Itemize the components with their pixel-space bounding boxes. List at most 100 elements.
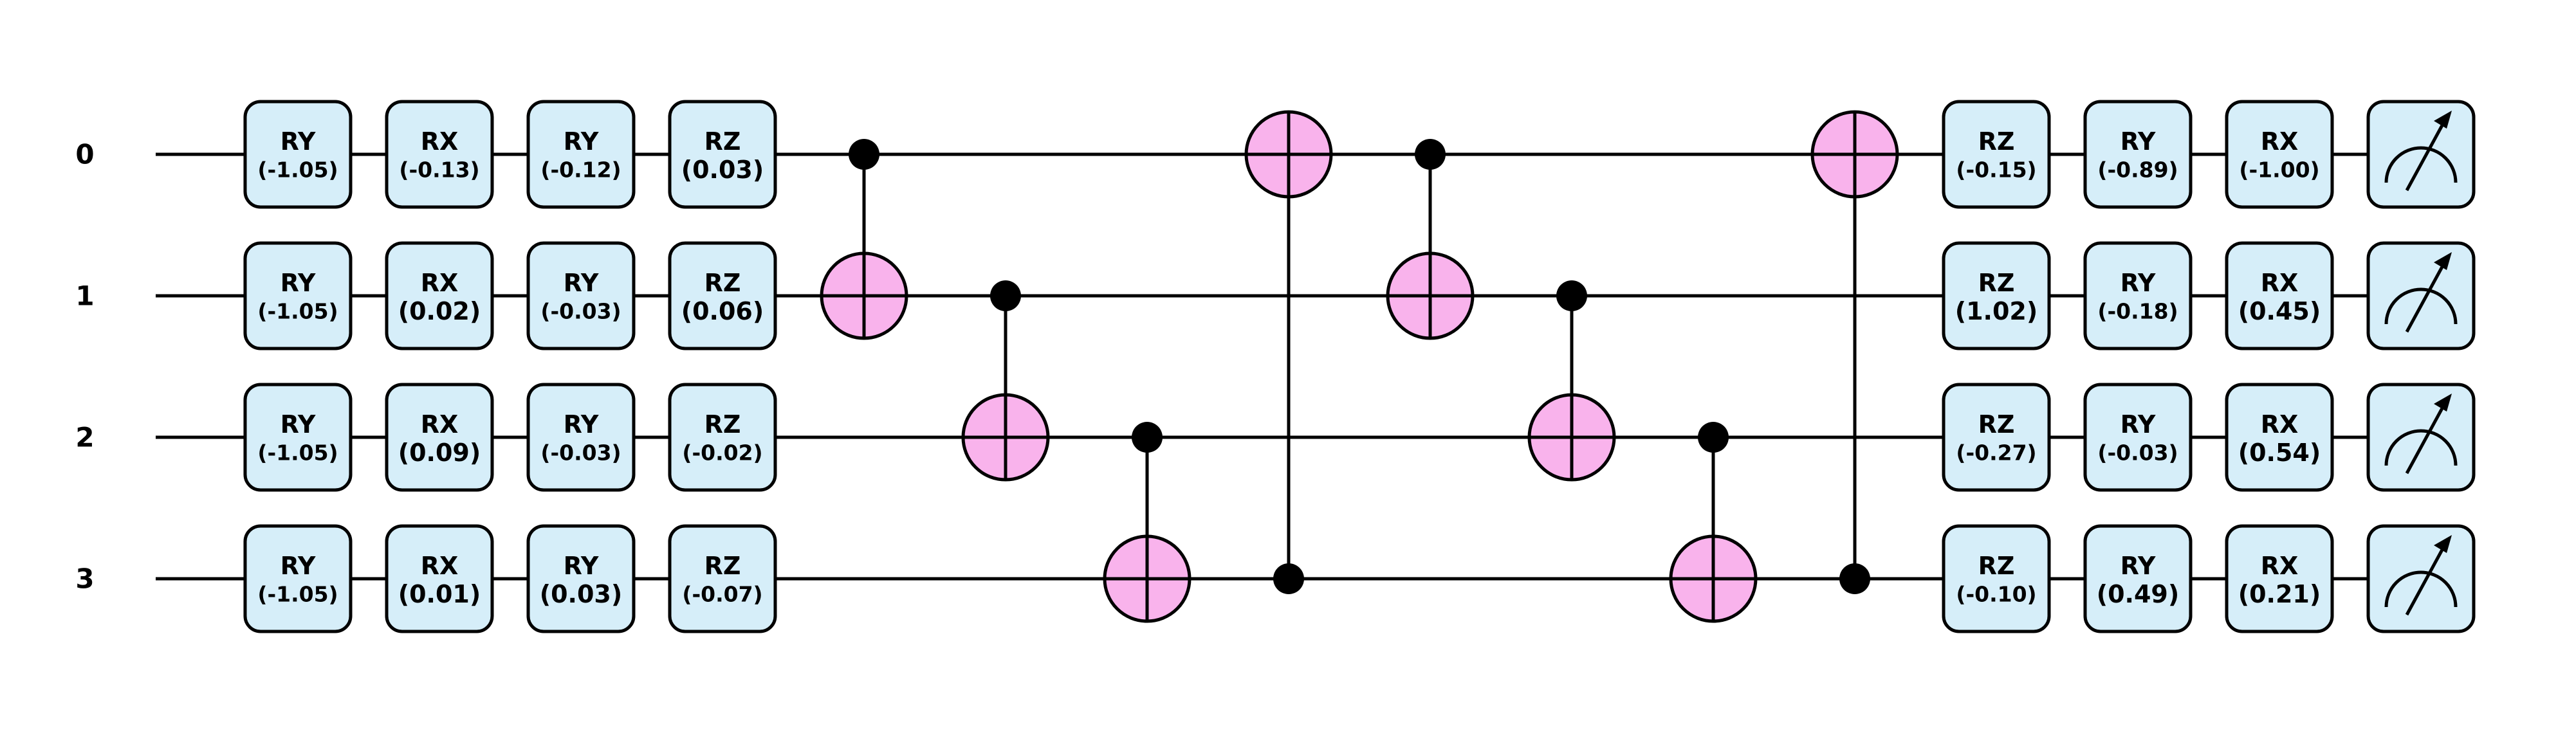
gate-param-label: (-0.15) (1956, 158, 2036, 183)
gate-param-label: (-1.05) (257, 158, 338, 183)
gate-param-label: (-0.89) (2097, 158, 2178, 183)
gate-box (243, 241, 353, 350)
meter-arrowhead (2434, 111, 2452, 129)
gate-param-label: (0.01) (398, 580, 481, 608)
gate-param-label: (-0.10) (1956, 582, 2036, 607)
control-dot (1839, 563, 1870, 594)
meter-icon (2384, 394, 2458, 475)
rotation-gate-rx: RX(0.09) (385, 383, 494, 492)
rotation-gate-ry: RY(-0.18) (2083, 241, 2193, 350)
gate-op-label: RZ (704, 269, 741, 297)
gate-box (2366, 241, 2476, 350)
qubit-wires (156, 152, 2369, 581)
gate-box (2225, 100, 2334, 209)
gate-param-label: (-1.05) (257, 440, 338, 466)
gate-box (526, 100, 636, 209)
meter-icon (2384, 252, 2458, 333)
gate-param-label: (0.21) (2238, 580, 2321, 608)
meter-needle (2405, 540, 2449, 616)
gate-param-label: (-0.27) (1956, 440, 2036, 466)
gate-op-label: RX (421, 552, 459, 580)
measurement-gate (2366, 383, 2476, 492)
gate-op-label: RY (2121, 552, 2156, 580)
control-dot (1273, 563, 1304, 594)
gate-op-label: RZ (704, 410, 741, 439)
rotation-gate-rx: RX(0.45) (2225, 241, 2334, 350)
gate-op-label: RZ (1978, 127, 2015, 156)
rotation-gate-rx: RX(-1.00) (2225, 100, 2334, 209)
gate-box (1942, 524, 2051, 633)
meter-icon (2384, 111, 2458, 192)
cnot-connectors (820, 110, 1899, 623)
gate-param-label: (0.03) (540, 580, 623, 608)
gate-op-label: RY (564, 410, 599, 439)
gate-box (526, 383, 636, 492)
cnot-gate (1810, 110, 1899, 594)
meter-arrowhead (2434, 394, 2452, 412)
cnot-gate (1386, 139, 1475, 340)
control-dot (1698, 422, 1729, 453)
meter-arrowhead (2434, 535, 2452, 553)
gate-param-label: (0.09) (398, 439, 481, 467)
rotation-gate-rz: RZ(-0.10) (1942, 524, 2051, 633)
cnot-gate (1244, 110, 1333, 594)
gate-box (2083, 241, 2193, 350)
gate-param-label: (-1.05) (257, 582, 338, 607)
measurement-gate (2366, 241, 2476, 350)
rotation-gate-rz: RZ(-0.15) (1942, 100, 2051, 209)
gate-param-label: (-1.05) (257, 299, 338, 324)
gate-op-label: RY (564, 127, 599, 156)
meter-arrowhead (2434, 252, 2452, 270)
rotation-gate-rz: RZ(0.06) (668, 241, 777, 350)
gate-box (526, 524, 636, 633)
gate-param-label: (0.06) (681, 297, 764, 325)
gate-param-label: (-0.03) (2097, 440, 2178, 466)
cnot-gate (1103, 422, 1191, 623)
rotation-gate-ry: RY(-1.05) (243, 383, 353, 492)
gate-box (1942, 100, 2051, 209)
gate-box (668, 524, 777, 633)
rotation-gate-ry: RY(-1.05) (243, 100, 353, 209)
rotation-gate-ry: RY(-0.03) (526, 383, 636, 492)
rotation-gate-rz: RZ(-0.27) (1942, 383, 2051, 492)
qubit-label-1: 1 (75, 280, 94, 312)
gate-op-label: RY (2121, 127, 2156, 156)
gate-op-label: RX (2261, 269, 2299, 297)
gate-op-label: RX (2261, 127, 2299, 156)
gate-box (1942, 383, 2051, 492)
rotation-gate-ry: RY(-1.05) (243, 524, 353, 633)
gate-op-label: RX (421, 410, 459, 439)
qubit-label-2: 2 (75, 422, 94, 453)
gate-box (2366, 524, 2476, 633)
gate-param-label: (0.54) (2238, 439, 2321, 467)
gate-param-label: (-0.07) (682, 582, 762, 607)
gate-op-label: RY (281, 127, 316, 156)
gate-op-label: RZ (704, 127, 741, 156)
meter-icon (2384, 535, 2458, 616)
rotation-gate-rx: RX(0.54) (2225, 383, 2334, 492)
measurement-gate (2366, 524, 2476, 633)
gate-box (385, 524, 494, 633)
gate-param-label: (-0.03) (540, 440, 621, 466)
cnot-gate (1669, 422, 1758, 623)
gate-box (668, 100, 777, 209)
gate-box (385, 383, 494, 492)
rotation-gate-rx: RX(0.02) (385, 241, 494, 350)
gate-op-label: RX (2261, 410, 2299, 439)
gate-param-label: (-1.00) (2239, 158, 2319, 183)
gate-box (2083, 524, 2193, 633)
control-dot (849, 139, 879, 170)
gate-param-label: (0.49) (2097, 580, 2180, 608)
rotation-gate-rz: RZ(-0.02) (668, 383, 777, 492)
meter-needle (2405, 399, 2449, 475)
gates: RY(-1.05)RY(-1.05)RY(-1.05)RY(-1.05)RX(-… (243, 100, 2476, 633)
gate-op-label: RY (281, 269, 316, 297)
meter-arc (2384, 146, 2458, 183)
gate-param-label: (-0.03) (540, 299, 621, 324)
gate-param-label: (0.02) (398, 297, 481, 325)
rotation-gate-rz: RZ(-0.07) (668, 524, 777, 633)
rotation-gate-rx: RX(0.21) (2225, 524, 2334, 633)
control-dot (990, 280, 1021, 311)
control-dot (1132, 422, 1163, 453)
